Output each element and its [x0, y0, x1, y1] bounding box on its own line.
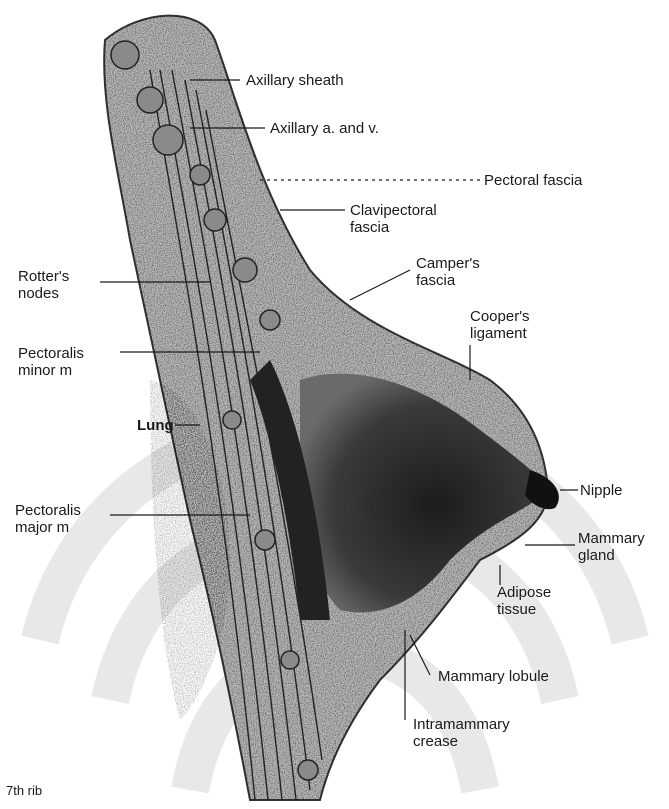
- label-pectoralis-major: Pectoralis major m: [15, 502, 81, 536]
- label-clavipectoral-fascia: Clavipectoral fascia: [350, 202, 437, 236]
- label-mammary-lobule: Mammary lobule: [438, 668, 549, 685]
- label-nipple: Nipple: [580, 482, 623, 499]
- label-7th-rib: 7th rib: [6, 782, 42, 799]
- label-axillary-sheath: Axillary sheath: [246, 72, 344, 89]
- label-lung: Lung: [137, 417, 174, 434]
- label-intramammary-crease: Intramammary crease: [413, 716, 510, 750]
- label-axillary-artery-vein: Axillary a. and v.: [270, 120, 379, 137]
- label-coopers-ligament: Cooper's ligament: [470, 308, 530, 342]
- label-adipose-tissue: Adipose tissue: [497, 584, 551, 618]
- label-pectoralis-minor: Pectoralis minor m: [18, 345, 84, 379]
- label-mammary-gland: Mammary gland: [578, 530, 645, 564]
- label-rotters-nodes: Rotter's nodes: [18, 268, 69, 302]
- label-campers-fascia: Camper's fascia: [416, 255, 480, 289]
- label-pectoral-fascia: Pectoral fascia: [484, 172, 582, 189]
